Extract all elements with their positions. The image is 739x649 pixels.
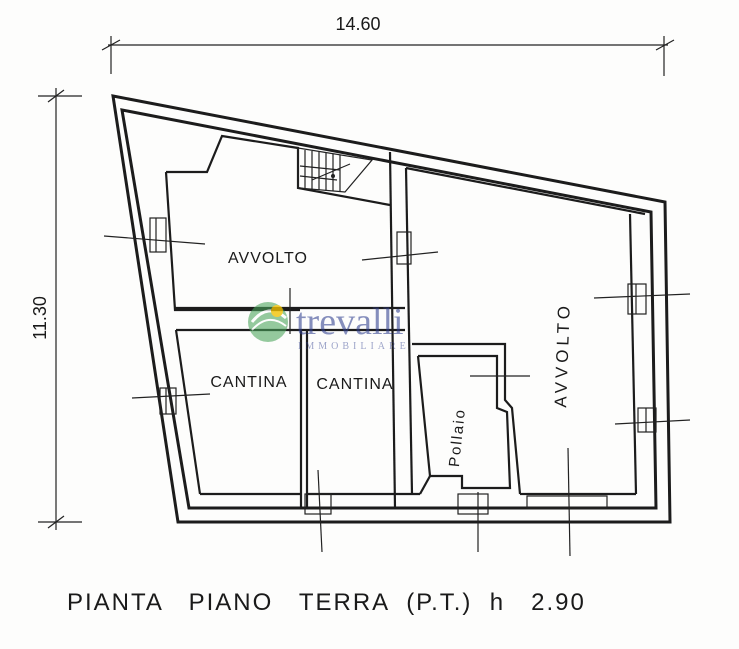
room-label-avvolto-left: AVVOLTO <box>228 250 308 267</box>
room-label-cantina-left: CANTINA <box>210 374 287 391</box>
watermark: trevalli IMMOBILIARE <box>248 301 410 352</box>
width-dimension-label: 14.60 <box>335 14 380 34</box>
central-wall <box>388 151 646 509</box>
height-dimension-label: 11.30 <box>30 296 50 340</box>
watermark-tagline: IMMOBILIARE <box>298 341 410 352</box>
interior-walls-right <box>412 213 638 496</box>
room-label-avvolto-right: AVVOLTO <box>551 302 574 408</box>
watermark-brand: trevalli <box>296 301 404 343</box>
room-label-pollaio: Pollaio <box>446 407 469 467</box>
room-label-cantina-right: CANTINA <box>316 376 393 393</box>
openings <box>149 217 657 515</box>
outer-walls <box>111 94 672 524</box>
staircase <box>297 147 374 193</box>
section-lines <box>103 235 691 557</box>
drawing-title: PIANTA PIANO TERRA (P.T.) h 2.90 <box>67 589 586 616</box>
watermark-logo <box>248 302 288 342</box>
height-dimension: 11.30 <box>30 88 82 530</box>
width-dimension: 14.60 <box>101 14 675 76</box>
